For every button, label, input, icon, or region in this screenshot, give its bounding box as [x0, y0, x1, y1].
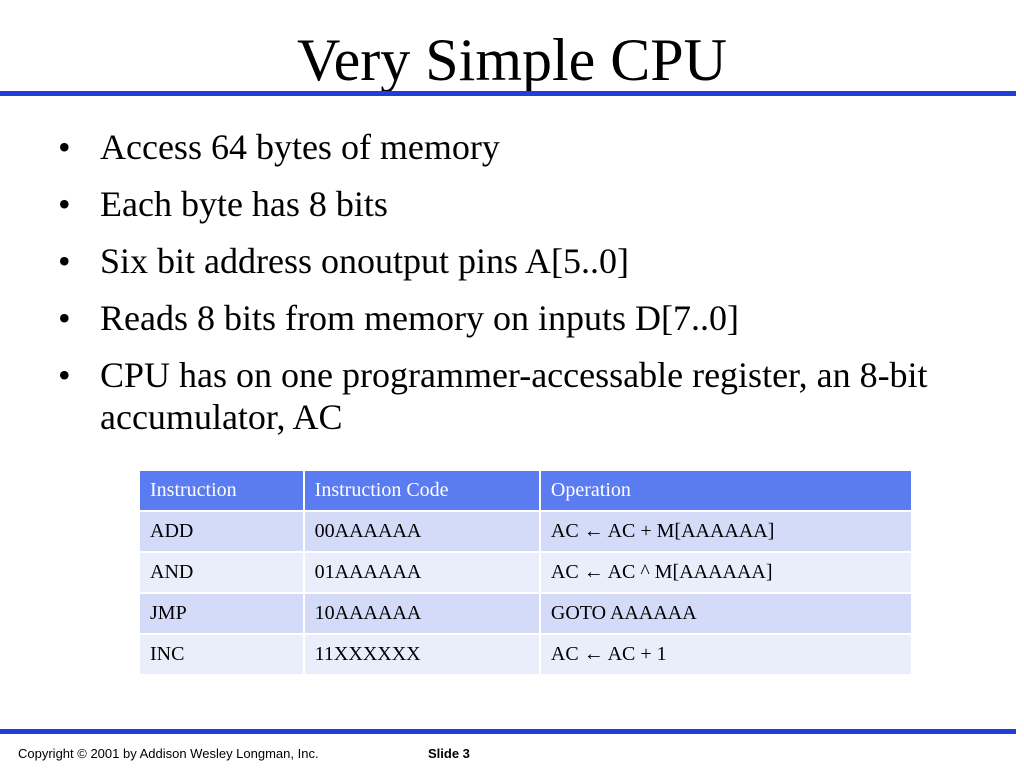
- column-header-operation: Operation: [538, 469, 914, 512]
- title-divider: [0, 91, 1016, 96]
- slide-title: Very Simple CPU: [296, 27, 728, 93]
- bullet-icon: •: [58, 127, 71, 167]
- table-row: INC 11XXXXXX AC ← AC + 1: [138, 633, 914, 676]
- bullet-icon: •: [58, 241, 71, 281]
- instruction-code-cell: 00AAAAAA: [302, 510, 541, 553]
- operation-cell: AC ← AC + M[AAAAAA]: [538, 510, 914, 553]
- bullet-text: Six bit address onoutput pins A[5..0]: [100, 241, 629, 281]
- bullet-icon: •: [58, 184, 71, 224]
- table-row: JMP 10AAAAAA GOTO AAAAAA: [138, 592, 914, 635]
- instruction-code-cell: 10AAAAAA: [302, 592, 541, 635]
- instruction-cell: AND: [138, 551, 305, 594]
- bullet-icon: •: [58, 298, 71, 338]
- column-header-instruction: Instruction: [138, 469, 305, 512]
- instruction-cell: INC: [138, 633, 305, 676]
- instruction-cell: ADD: [138, 510, 305, 553]
- operation-cell: GOTO AAAAAA: [538, 592, 914, 635]
- bullet-list: • Access 64 bytes of memory • Each byte ha…: [58, 126, 978, 453]
- instruction-table: Instruction Instruction Code Operation A…: [138, 469, 914, 676]
- footer-divider: [0, 729, 1016, 734]
- table-row: AND 01AAAAAA AC ← AC ^ M[AAAAAA]: [138, 551, 914, 594]
- column-header-instruction-code: Instruction Code: [302, 469, 541, 512]
- bullet-text: Reads 8 bits from memory on inputs D[7..…: [100, 298, 739, 338]
- bullet-text: CPU has on one programmer-accessable reg…: [100, 355, 928, 437]
- operation-cell: AC ← AC + 1: [538, 633, 914, 676]
- slide-number: Slide 3: [428, 746, 470, 761]
- instruction-cell: JMP: [138, 592, 305, 635]
- instruction-code-cell: 01AAAAAA: [302, 551, 541, 594]
- bullet-item: • CPU has on one programmer-accessable re…: [58, 354, 978, 438]
- bullet-text: Each byte has 8 bits: [100, 184, 388, 224]
- bullet-item: • Each byte has 8 bits: [58, 183, 978, 225]
- bullet-item: • Six bit address onoutput pins A[5..0]: [58, 240, 978, 282]
- bullet-text: Access 64 bytes of memory: [100, 127, 500, 167]
- bullet-item: • Access 64 bytes of memory: [58, 126, 978, 168]
- bullet-item: • Reads 8 bits from memory on inputs D[7.…: [58, 297, 978, 339]
- operation-cell: AC ← AC ^ M[AAAAAA]: [538, 551, 914, 594]
- copyright-text: Copyright © 2001 by Addison Wesley Longm…: [18, 746, 319, 761]
- instruction-code-cell: 11XXXXXX: [302, 633, 541, 676]
- table-row: ADD 00AAAAAA AC ← AC + M[AAAAAA]: [138, 510, 914, 553]
- table-header-row: Instruction Instruction Code Operation: [138, 469, 914, 512]
- bullet-icon: •: [58, 355, 71, 395]
